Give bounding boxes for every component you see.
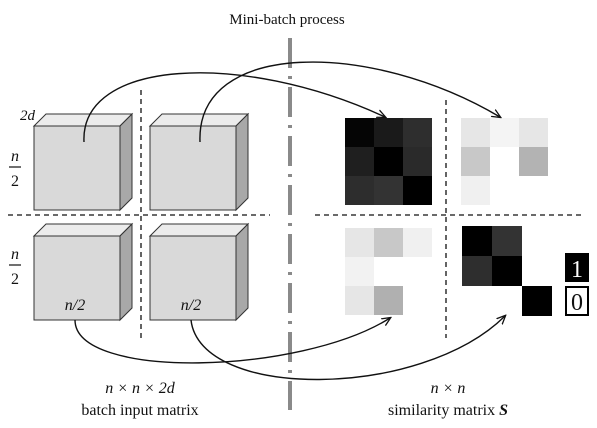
row-fraction-bottom: n 2 (9, 246, 21, 288)
matrix-cell (492, 226, 522, 256)
matrix-cell (522, 226, 552, 256)
matrix-cell (519, 176, 548, 205)
block-top-face (148, 113, 250, 127)
matrix-cell (403, 286, 432, 315)
matrix-cell (345, 118, 374, 147)
matrix-cell (461, 176, 490, 205)
column-label-left: n/2 (65, 297, 85, 314)
matrix-cell (492, 286, 522, 316)
left-caption-math: n × n × 2d (105, 380, 176, 397)
right-caption-math: n × n (431, 380, 466, 397)
matrix-cell (462, 256, 492, 286)
arrow-top-left-to-matrix (83, 72, 385, 143)
matrix-cell (345, 176, 374, 205)
input-block-top-right (148, 112, 250, 212)
input-block-top-left (32, 112, 134, 212)
fraction-top-numerator: n (11, 148, 19, 165)
legend-one-label: 1 (571, 257, 583, 283)
input-block-bottom-right (148, 222, 250, 322)
fraction-top-denominator: 2 (11, 173, 19, 190)
input-block-bottom-left (32, 222, 134, 322)
right-caption-text: similarity matrix (388, 402, 495, 419)
matrix-cell (374, 118, 403, 147)
fraction-bottom-denominator: 2 (11, 271, 19, 288)
matrix-cell (519, 118, 548, 147)
legend-zero-label: 0 (571, 290, 583, 316)
matrix-cell (490, 147, 519, 176)
block-side-face (119, 112, 133, 212)
block-front-face (33, 235, 121, 321)
legend-zero-box (565, 286, 589, 316)
left-caption-text: batch input matrix (81, 402, 198, 419)
row-fraction-top: n 2 (9, 148, 21, 190)
block-top-face (32, 223, 134, 237)
matrix-cell (462, 226, 492, 256)
matrix-cell (403, 257, 432, 286)
matrix-cell (345, 147, 374, 176)
diagram-title: Mini-batch process (229, 12, 345, 28)
matrix-cell (462, 286, 492, 316)
matrix-cell (519, 147, 548, 176)
similarity-matrix-top-right (461, 118, 548, 205)
matrix-cell (403, 147, 432, 176)
matrix-cell (345, 257, 374, 286)
matrix-cell (403, 118, 432, 147)
block-side-face (235, 112, 249, 212)
matrix-cell (461, 147, 490, 176)
depth-label-2d: 2d (20, 108, 36, 124)
right-caption-line: similarity matrix S (388, 402, 508, 419)
similarity-matrix-bottom-right (462, 226, 552, 316)
block-side-face (119, 222, 133, 322)
block-front-face (33, 125, 121, 211)
similarity-symbol: S (499, 402, 508, 419)
fraction-bottom-numerator: n (11, 246, 19, 263)
legend-one-box (565, 253, 589, 282)
matrix-cell (490, 176, 519, 205)
matrix-cell (490, 118, 519, 147)
matrix-cell (374, 176, 403, 205)
block-side-face (235, 222, 249, 322)
legend: 1 0 (565, 253, 589, 316)
matrix-cell (403, 176, 432, 205)
matrix-cell (461, 118, 490, 147)
matrix-cell (522, 286, 552, 316)
matrix-cell (374, 286, 403, 315)
block-top-face (148, 223, 250, 237)
similarity-matrix-bottom-left (345, 228, 432, 315)
matrix-cell (492, 256, 522, 286)
block-front-face (149, 235, 237, 321)
matrix-cell (345, 286, 374, 315)
arrow-bottom-right-to-matrix (190, 316, 505, 381)
matrix-cell (374, 228, 403, 257)
block-top-face (32, 113, 134, 127)
arrow-top-right-to-matrix (199, 61, 500, 143)
column-label-right: n/2 (181, 297, 201, 314)
matrix-cell (403, 228, 432, 257)
matrix-cell (345, 228, 374, 257)
similarity-matrix-top-left (345, 118, 432, 205)
arrow-bottom-left-to-matrix (74, 318, 390, 364)
matrix-cell (522, 256, 552, 286)
block-front-face (149, 125, 237, 211)
matrix-cell (374, 147, 403, 176)
matrix-cell (374, 257, 403, 286)
